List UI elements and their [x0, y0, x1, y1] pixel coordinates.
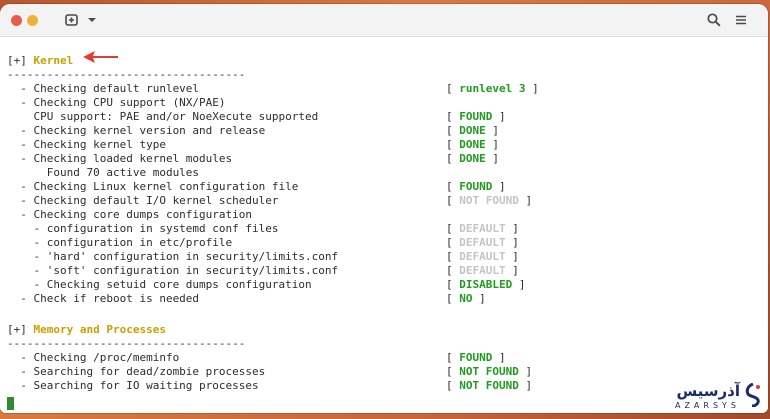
- status-badge: [ DEFAULT ]: [446, 250, 519, 263]
- output-line: - Checking CPU support (NX/PAE): [7, 96, 226, 109]
- section-title: Kernel: [33, 54, 74, 67]
- output-line: - Check if reboot is needed: [7, 292, 200, 305]
- output-line: - configuration in systemd conf files: [7, 222, 279, 235]
- status-badge: [ DEFAULT ]: [446, 264, 519, 277]
- terminal-output[interactable]: [+] Kernel -----------------------------…: [0, 37, 768, 413]
- status-badge: [ FOUND ]: [446, 351, 506, 364]
- output-line: - Checking /proc/meminfo: [7, 351, 180, 364]
- status-badge: [ FOUND ]: [446, 180, 506, 193]
- section-rule: ------------------------------------: [7, 337, 246, 350]
- output-line: - Checking setuid core dumps configurati…: [7, 278, 312, 291]
- close-button[interactable]: [11, 15, 22, 26]
- logo-subtext: AZARSYS: [674, 401, 740, 410]
- section-header-memory: [+] Memory and Processes: [7, 323, 166, 336]
- output-line: - configuration in etc/profile: [7, 236, 233, 249]
- section-title: Memory and Processes: [33, 323, 166, 336]
- chevron-down-icon[interactable]: [86, 12, 98, 28]
- output-line: - 'hard' configuration in security/limit…: [7, 250, 339, 263]
- section-rule: ------------------------------------: [7, 68, 246, 81]
- output-line: - Checking loaded kernel modules: [7, 152, 233, 165]
- status-badge: [ DONE ]: [446, 124, 499, 137]
- output-line: - Checking Linux kernel configuration fi…: [7, 180, 299, 193]
- terminal-cursor: [7, 397, 14, 410]
- output-line: - Checking kernel type: [7, 138, 166, 151]
- output-line: - Searching for IO waiting processes: [7, 379, 259, 392]
- status-badge: [ NOT FOUND ]: [446, 379, 533, 392]
- azarsys-logo: آذرسیس AZARSYS: [654, 382, 762, 412]
- output-line: - Checking kernel version and release: [7, 124, 266, 137]
- status-badge: [ DONE ]: [446, 152, 499, 165]
- output-line: - Checking default I/O kernel scheduler: [7, 194, 279, 207]
- output-line: - Checking core dumps configuration: [7, 208, 253, 221]
- status-badge: [ DEFAULT ]: [446, 222, 519, 235]
- terminal-window: [+] Kernel -----------------------------…: [0, 4, 768, 413]
- output-line: CPU support: PAE and/or NoeXecute suppor…: [7, 110, 319, 123]
- minimize-button[interactable]: [27, 15, 38, 26]
- status-badge: [ DEFAULT ]: [446, 236, 519, 249]
- title-bar: [0, 4, 768, 37]
- output-line: - 'soft' configuration in security/limit…: [7, 264, 339, 277]
- hamburger-menu-icon[interactable]: [733, 12, 749, 28]
- logo-text: آذرسیس: [676, 382, 740, 400]
- logo-mark-icon: [745, 383, 760, 407]
- search-icon[interactable]: [706, 12, 722, 28]
- status-badge: [ FOUND ]: [446, 110, 506, 123]
- status-badge: [ DONE ]: [446, 138, 499, 151]
- status-badge: [ NO ]: [446, 292, 486, 305]
- new-tab-icon[interactable]: [64, 12, 80, 28]
- output-line: - Searching for dead/zombie processes: [7, 365, 266, 378]
- status-badge: [ NOT FOUND ]: [446, 194, 533, 207]
- output-line: Found 70 active modules: [7, 166, 200, 179]
- status-badge: [ DISABLED ]: [446, 278, 526, 291]
- status-badge: [ NOT FOUND ]: [446, 365, 533, 378]
- output-line: - Checking default runlevel: [7, 82, 200, 95]
- red-arrow-icon: [83, 51, 118, 63]
- status-badge: [ runlevel 3 ]: [446, 82, 539, 95]
- section-header-kernel: [+] Kernel: [7, 54, 74, 67]
